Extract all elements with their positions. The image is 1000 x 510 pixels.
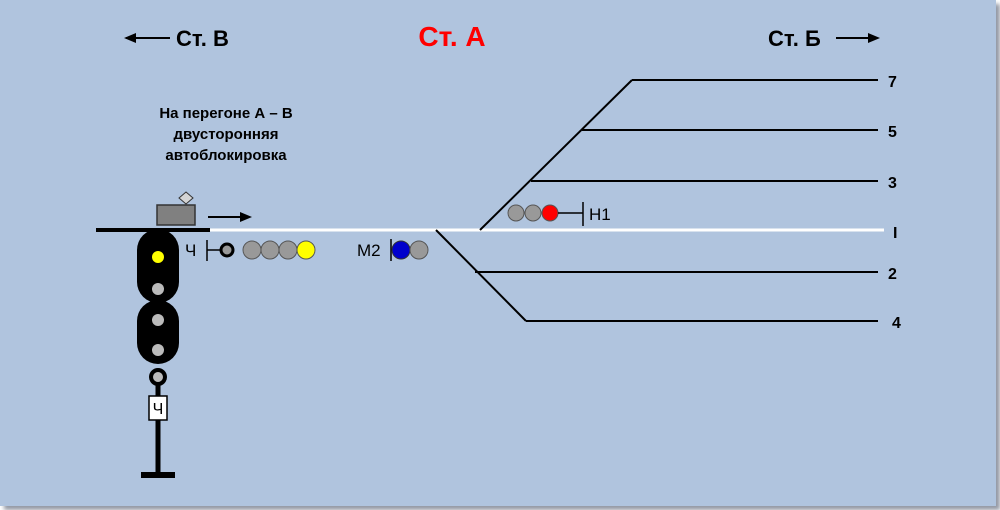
entrance-signal-label: Ч bbox=[185, 241, 196, 260]
note-line-2: двусторонняя bbox=[174, 126, 279, 143]
direction-left: Ст. В bbox=[124, 26, 229, 51]
station-right-label: Ст. Б bbox=[768, 26, 821, 51]
lamp-gray bbox=[242, 240, 262, 260]
pantograph-icon bbox=[178, 191, 194, 205]
track-5-label: 5 bbox=[888, 124, 897, 141]
exit-signal-symbol: Н1 bbox=[507, 202, 611, 226]
locomotive-body bbox=[156, 204, 196, 226]
note-line-3: автоблокировка bbox=[165, 147, 287, 164]
note-line-1: На перегоне А – В bbox=[159, 105, 293, 122]
signal-pictogram: Ч bbox=[137, 229, 179, 478]
entrance-signal-symbol: Ч bbox=[185, 240, 316, 261]
lamp-gray bbox=[260, 240, 280, 260]
signal-head-lower bbox=[137, 300, 179, 364]
lower-ladder bbox=[435, 229, 527, 322]
station-center-title: Ст. А bbox=[418, 21, 485, 52]
track-3-label: 3 bbox=[888, 175, 897, 192]
lamp-gray bbox=[278, 240, 298, 260]
arrow-right-icon bbox=[868, 33, 880, 43]
track-2-label: 2 bbox=[888, 266, 897, 283]
lamp-gray bbox=[409, 240, 429, 260]
arrow-left-icon bbox=[124, 33, 136, 43]
signal-head-upper bbox=[137, 229, 179, 303]
train-direction-arrow-icon bbox=[240, 212, 252, 222]
signal-base bbox=[141, 472, 175, 478]
lamp-gray bbox=[524, 204, 542, 222]
signal-plate-label: Ч bbox=[153, 401, 164, 418]
track-7-label: 7 bbox=[888, 74, 897, 91]
lamp-gray bbox=[152, 344, 164, 356]
lamp-gray bbox=[152, 283, 164, 295]
lamp-yellow bbox=[152, 251, 164, 263]
shunting-signal-label: М2 bbox=[357, 241, 381, 260]
lamp-invitation bbox=[219, 242, 235, 258]
lamp-invitation bbox=[149, 368, 167, 386]
lamp-red bbox=[541, 204, 559, 222]
exit-signal-label: Н1 bbox=[589, 205, 611, 224]
lamp-yellow bbox=[296, 240, 316, 260]
train-icon bbox=[156, 191, 196, 226]
upper-ladder bbox=[479, 79, 633, 231]
station-left-label: Ст. В bbox=[176, 26, 229, 51]
direction-right: Ст. Б bbox=[768, 26, 880, 51]
track-I-label: I bbox=[893, 225, 897, 242]
signal-plate bbox=[148, 395, 168, 421]
lamp-gray bbox=[507, 204, 525, 222]
lamp-gray bbox=[152, 314, 164, 326]
shunting-signal-symbol: М2 bbox=[357, 239, 429, 261]
lamp-blue bbox=[391, 240, 411, 260]
track-4-label: 4 bbox=[892, 315, 901, 332]
